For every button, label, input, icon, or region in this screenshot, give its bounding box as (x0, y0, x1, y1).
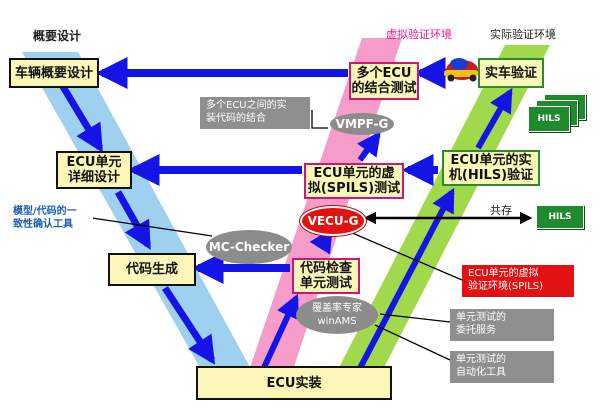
leader-model-code (91, 217, 213, 237)
ecu-hils-verify-box: ECU单元的实 机(HILS)验证 (442, 150, 540, 186)
leader-vecu (349, 231, 463, 281)
multi-ecu-code-integration-note: 多个ECU之间的实 装代码的结合 (200, 97, 310, 129)
winams-tool: 覆盖率专家 winAMS (296, 296, 378, 334)
unit-test-service-note: 单元测试的 委托服务 (450, 309, 554, 341)
leader-tool (374, 324, 451, 361)
vmpf-g-tool: VMPF-G (330, 113, 394, 135)
hils-stack-front: HILS (528, 106, 570, 132)
coexist-label: 共存 (490, 204, 512, 217)
car-icon (444, 58, 478, 82)
ecu-implementation-box: ECU实装 (196, 366, 392, 400)
arrow-down-2 (114, 190, 152, 250)
mc-checker-tool: MC-Checker (206, 230, 292, 264)
code-check-unit-test-box: 代码检查 单元测试 (292, 258, 360, 294)
ecu-spils-test-box: ECU单元的虚 拟(SPILS)测试 (304, 163, 404, 199)
vecu-virtual-env-note: ECU单元的虚拟 验证环境(SPILS) (462, 265, 574, 297)
arrow-up-green-2 (475, 87, 513, 150)
unit-test-automation-note: 单元测试的 自动化工具 (450, 351, 554, 383)
code-generation-box: 代码生成 (108, 253, 196, 286)
outline-design-label: 概要设计 (33, 29, 82, 43)
arrow-up-pink-1 (259, 293, 299, 374)
leader-service (379, 313, 451, 323)
leader-multi-ecu (311, 110, 328, 129)
vehicle-verification-box: 实车验证 (478, 58, 544, 88)
vehicle-outline-design-box: 车辆概要设计 (9, 58, 99, 88)
arrow-up-pink-3 (357, 131, 381, 162)
real-env-label: 实际验证环境 (490, 28, 556, 41)
multi-ecu-integration-test-box: 多个ECU 的结合测试 (349, 62, 419, 100)
model-code-consistency-note: 模型/代码的一 致性确认工具 (11, 203, 93, 235)
vecu-g-tool: VECU-G (300, 206, 366, 236)
virtual-env-label: 虚拟验证环境 (386, 28, 452, 41)
arrow-down-1 (59, 83, 103, 153)
hils-single-box: HILS (536, 205, 584, 229)
ecu-detail-design-box: ECU单元 详细设计 (56, 151, 132, 189)
arrow-down-3 (162, 286, 216, 365)
